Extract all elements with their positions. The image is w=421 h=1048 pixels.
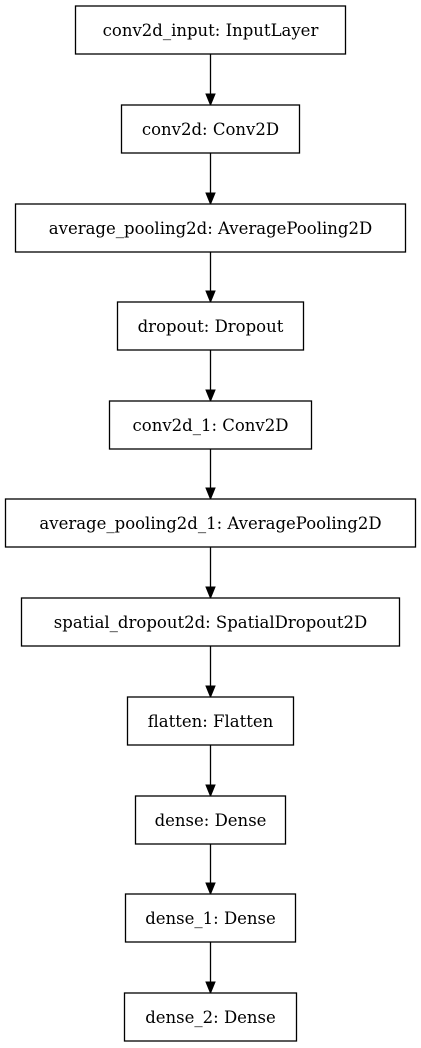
edge-arrow (205, 350, 216, 403)
edge-arrow (205, 745, 216, 798)
edge-arrow (205, 646, 216, 699)
edge-arrow (205, 844, 216, 896)
arrowhead-icon (205, 586, 216, 600)
node-conv2d-1: conv2d_1: Conv2D (108, 400, 313, 450)
arrowhead-icon (205, 389, 216, 403)
node-dense-1: dense_1: Dense (124, 893, 297, 943)
arrowhead-icon (205, 784, 216, 798)
arrowhead-icon (205, 981, 216, 995)
arrowhead-icon (205, 93, 216, 107)
node-box (14, 203, 407, 253)
node-box (126, 696, 295, 746)
arrowhead-icon (205, 290, 216, 304)
node-label: average_pooling2d: AveragePooling2D (49, 219, 372, 238)
node-label: conv2d_1: Conv2D (133, 416, 289, 435)
node-box (108, 400, 313, 450)
node-box (123, 992, 298, 1042)
edge-arrow (205, 547, 216, 600)
node-box (20, 597, 401, 647)
node-dense: dense: Dense (134, 795, 287, 845)
node-dense-2: dense_2: Dense (123, 992, 298, 1042)
node-label: dense: Dense (155, 811, 267, 830)
node-label: flatten: Flatten (148, 712, 274, 731)
node-label: dense_2: Dense (145, 1008, 276, 1027)
edge-arrow (205, 153, 216, 206)
node-box (120, 104, 301, 154)
arrowhead-icon (205, 192, 216, 206)
node-box (134, 795, 287, 845)
node-box (124, 893, 297, 943)
nodes-layer: conv2d_input: InputLayer conv2d: Conv2D … (4, 5, 417, 1042)
node-label: conv2d: Conv2D (142, 120, 279, 139)
edge-arrow (205, 252, 216, 304)
node-spatial-dropout2d: spatial_dropout2d: SpatialDropout2D (20, 597, 401, 647)
node-label: spatial_dropout2d: SpatialDropout2D (54, 613, 367, 632)
node-dropout: dropout: Dropout (116, 301, 305, 351)
node-box (74, 5, 347, 55)
node-box (116, 301, 305, 351)
edge-arrow (205, 942, 216, 995)
node-flatten: flatten: Flatten (126, 696, 295, 746)
node-average-pooling2d: average_pooling2d: AveragePooling2D (14, 203, 407, 253)
node-average-pooling2d-1: average_pooling2d_1: AveragePooling2D (4, 498, 417, 548)
node-label: conv2d_input: InputLayer (103, 21, 319, 40)
node-conv2d-input: conv2d_input: InputLayer (74, 5, 347, 55)
node-label: average_pooling2d_1: AveragePooling2D (39, 514, 381, 533)
node-box (4, 498, 417, 548)
edges-layer (205, 54, 216, 995)
arrowhead-icon (205, 685, 216, 699)
node-label: dropout: Dropout (138, 317, 284, 336)
edge-arrow (205, 449, 216, 501)
arrowhead-icon (205, 882, 216, 896)
node-conv2d: conv2d: Conv2D (120, 104, 301, 154)
edge-arrow (205, 54, 216, 107)
node-label: dense_1: Dense (145, 909, 276, 928)
arrowhead-icon (205, 487, 216, 501)
